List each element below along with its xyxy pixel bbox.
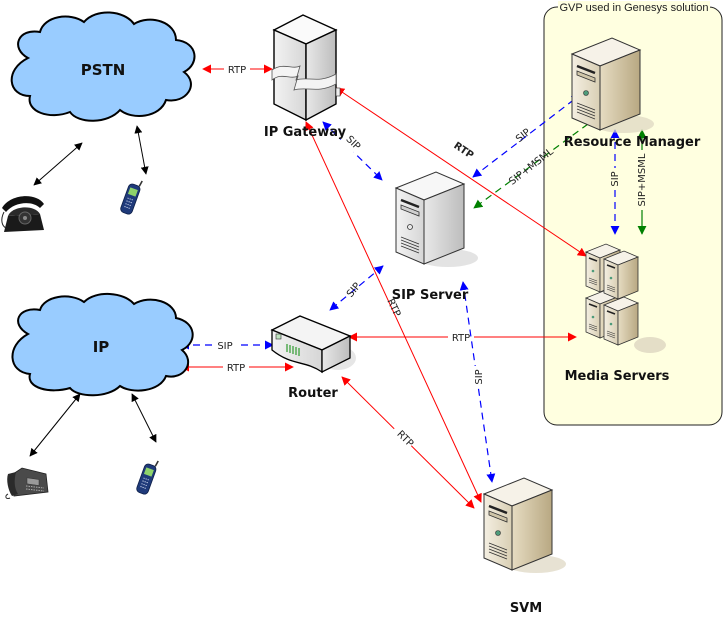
media-servers-node[interactable]: Media Servers — [565, 243, 670, 384]
edge-label-router-media: RTP — [452, 333, 470, 344]
server-cluster-icon — [585, 243, 666, 353]
svm-label: SVM — [510, 601, 542, 616]
edge-deskphone-ip — [29, 393, 81, 457]
mobile-phone-2[interactable] — [136, 457, 160, 495]
rotary-phone-icon — [1, 196, 44, 232]
gvp-group-title-bg — [558, 1, 710, 14]
edge-label-sipserver-router: SIP — [345, 281, 363, 300]
mobile-phone-icon — [136, 460, 159, 495]
gateway-icon — [271, 14, 341, 122]
server-tower-icon — [394, 170, 480, 269]
edge-label-ip-router-rtp: RTP — [227, 363, 245, 374]
ip-desk-phone[interactable] — [5, 467, 49, 499]
sip-server-label: SIP Server — [392, 288, 469, 303]
edge-label-bg — [224, 63, 250, 75]
edge-label-bg — [223, 361, 249, 373]
router-node[interactable]: Router — [270, 315, 356, 401]
server-tower-icon — [482, 476, 568, 575]
svm-node[interactable]: SVM — [482, 476, 568, 616]
ip-gateway-label: IP Gateway — [264, 125, 347, 140]
ip-desk-phone-icon — [5, 467, 49, 499]
cloud-icon — [11, 293, 194, 397]
edge-label-bg — [390, 424, 416, 450]
pstn-cloud[interactable]: PSTN — [10, 11, 196, 122]
edge-mobile2-ip — [131, 393, 157, 443]
edge-label-bg — [473, 366, 485, 386]
edge-mobile1-pstn — [134, 125, 149, 175]
router-label: Router — [288, 386, 338, 401]
edge-label-sipserver-svm: SIP — [474, 369, 485, 384]
resource-manager-label: Resource Manager — [564, 135, 701, 150]
edge-label-bg — [636, 150, 648, 210]
edge-label-rm-media-msml: SIP+MSML — [637, 153, 648, 206]
edge-label-ip-router-sip: SIP — [217, 341, 232, 352]
media-servers-label: Media Servers — [565, 369, 670, 384]
sip-server-node[interactable]: SIP Server — [392, 170, 480, 303]
edge-label-bg — [213, 339, 237, 351]
edge-rotaryphone-pstn — [33, 142, 83, 186]
edge-label-gateway-media: RTP — [451, 140, 475, 161]
edge-label-bg — [609, 168, 621, 190]
mobile-phone-icon — [120, 180, 143, 215]
edge-label-sipserver-rm: SIP — [514, 127, 533, 145]
resource-manager-node[interactable]: Resource Manager — [564, 36, 701, 150]
edge-label-rm-media-sip: SIP — [610, 171, 621, 186]
mobile-phone-1[interactable] — [120, 177, 144, 215]
edge-label-pstn-gateway: RTP — [228, 65, 246, 76]
ip-gateway-node[interactable]: IP Gateway — [264, 14, 347, 140]
rotary-phone[interactable] — [1, 196, 44, 232]
ip-label: IP — [93, 338, 110, 356]
cloud-icon — [10, 11, 196, 122]
ip-cloud[interactable]: IP — [11, 293, 194, 397]
pstn-label: PSTN — [81, 61, 126, 79]
edge-sipserver-rm-sip — [472, 94, 581, 178]
router-icon — [270, 315, 356, 374]
gvp-group-title: GVP used in Genesys solution — [560, 2, 709, 14]
